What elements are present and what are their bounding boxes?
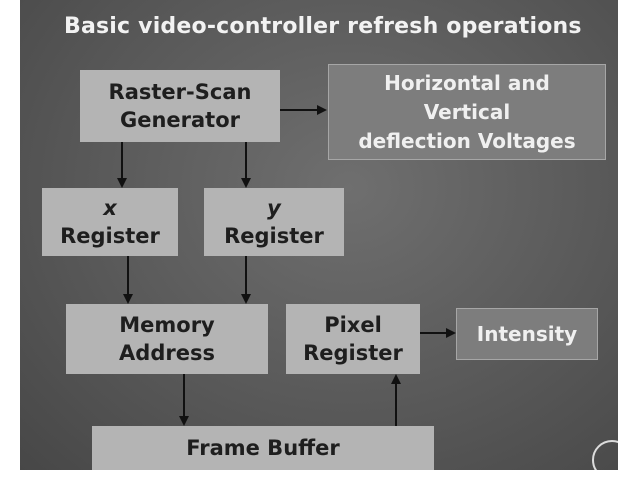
memory-address-label-line2: Address <box>119 341 215 365</box>
arrow-frame-buffer-to-pixel-register <box>391 374 401 426</box>
raster-scan-generator-box: Raster-Scan Generator <box>80 70 280 142</box>
x-register-label-line2: Register <box>60 224 160 248</box>
arrow-memory-to-frame-buffer <box>179 374 189 426</box>
raster-scan-label-line2: Generator <box>119 108 241 132</box>
pixel-register-label-line2: Register <box>303 341 403 365</box>
y-register-box: y Register <box>204 188 344 256</box>
corner-circle-decoration <box>592 440 618 470</box>
pixel-register-label-line1: Pixel <box>324 313 382 337</box>
intensity-label: Intensity <box>476 322 578 346</box>
memory-address-box: Memory Address <box>66 304 268 374</box>
arrow-x-register-to-memory <box>123 256 133 304</box>
raster-scan-label-line1: Raster-Scan <box>108 80 252 104</box>
x-register-label-line1: x <box>103 196 117 220</box>
y-register-label-line2: Register <box>224 224 324 248</box>
frame-buffer-label: Frame Buffer <box>186 436 340 460</box>
deflection-label-line3: deflection Voltages <box>358 128 576 153</box>
x-register-box: x Register <box>42 188 178 256</box>
memory-address-label-line1: Memory <box>119 313 215 337</box>
deflection-label-line2: Vertical <box>423 99 511 124</box>
slide: Basic video-controller refresh operation… <box>20 0 618 470</box>
deflection-label-line1: Horizontal and <box>384 70 550 95</box>
y-register-label-line1: y <box>267 196 281 220</box>
arrow-y-register-to-memory <box>241 256 251 304</box>
arrow-pixel-register-to-intensity <box>420 328 456 338</box>
arrow-raster-to-x-register <box>117 142 127 188</box>
arrow-raster-to-y-register <box>241 142 251 188</box>
frame-buffer-box: Frame Buffer <box>92 426 434 470</box>
intensity-box: Intensity <box>456 308 598 360</box>
pixel-register-box: Pixel Register <box>286 304 420 374</box>
deflection-voltages-box: Horizontal and Vertical deflection Volta… <box>328 64 606 160</box>
diagram-title: Basic video-controller refresh operation… <box>64 14 582 39</box>
arrow-raster-to-deflection <box>280 105 327 115</box>
